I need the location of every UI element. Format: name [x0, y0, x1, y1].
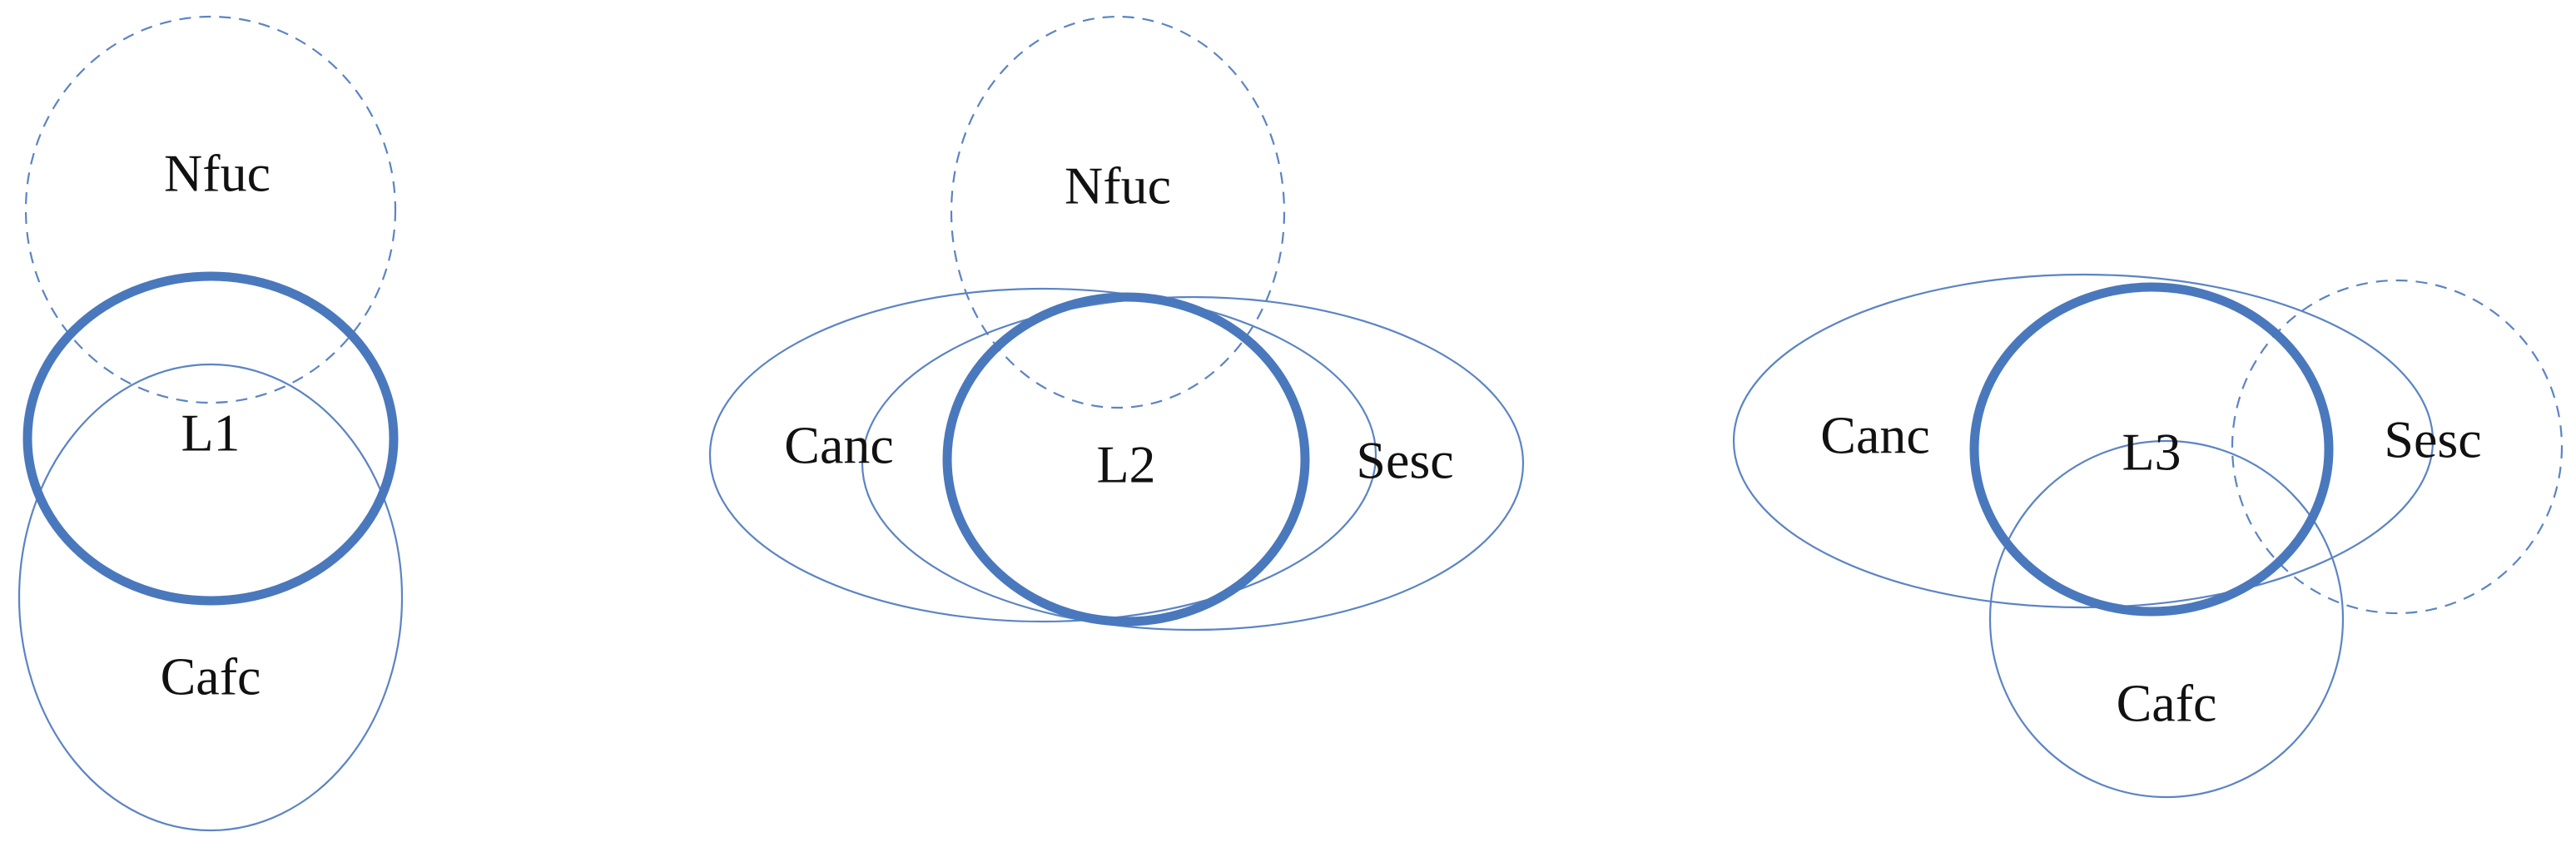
- label-l1: L1: [181, 404, 240, 463]
- label-sesc-2: Sesc: [1356, 431, 1453, 490]
- label-l3: L3: [2122, 423, 2181, 482]
- ellipse-canc-2: [708, 287, 1377, 623]
- ellipse-cafc-3: [1988, 439, 2345, 799]
- diagram-1: Nfuc L1 Cafc: [17, 15, 404, 832]
- label-canc-3: Canc: [1820, 406, 1930, 465]
- label-canc-2: Canc: [784, 416, 894, 475]
- label-nfuc-1: Nfuc: [164, 144, 271, 203]
- ellipse-canc-3: [1732, 273, 2435, 609]
- diagram-3: Canc L3 Sesc Cafc: [1732, 273, 2564, 799]
- ellipse-l1: [22, 271, 399, 606]
- ellipse-nfuc-2: [950, 15, 1286, 409]
- label-cafc-3: Cafc: [2117, 674, 2217, 733]
- ellipse-sesc-2: [861, 295, 1525, 632]
- label-cafc-1: Cafc: [161, 647, 261, 706]
- ellipse-cafc-1: [17, 363, 404, 832]
- ellipse-sesc-3: [2231, 279, 2564, 615]
- label-sesc-3: Sesc: [2384, 410, 2481, 469]
- label-l2: L2: [1096, 435, 1155, 494]
- ellipse-l3: [1969, 282, 2334, 617]
- label-nfuc-2: Nfuc: [1065, 156, 1171, 216]
- diagram-2: Nfuc Canc L2 Sesc: [708, 15, 1525, 632]
- ellipse-l2: [942, 292, 1310, 627]
- ellipse-nfuc-1: [24, 15, 397, 404]
